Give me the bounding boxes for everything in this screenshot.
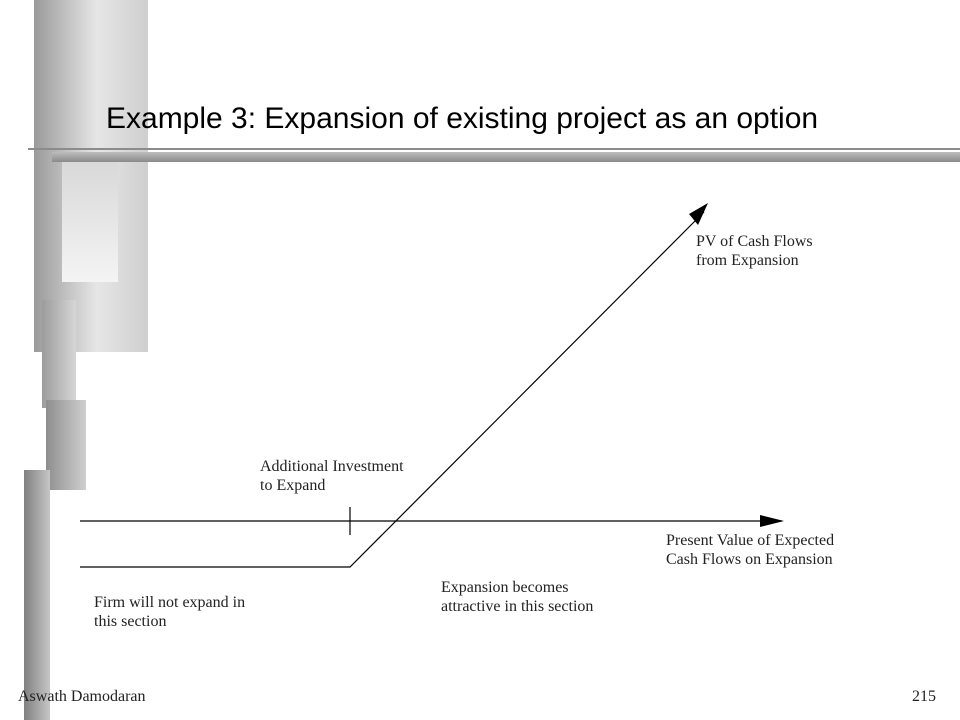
decorative-bar	[46, 400, 86, 490]
right-section-label-line: attractive in this section	[441, 598, 594, 615]
decorative-bar	[42, 300, 76, 408]
x-axis-label: Present Value of Expected Cash Flows on …	[666, 531, 834, 569]
right-section-label-line: Expansion becomes	[441, 579, 569, 596]
decorative-bar	[24, 470, 50, 720]
left-section-label-line: Firm will not expand in	[94, 594, 246, 611]
right-section-label: Expansion becomes attractive in this sec…	[441, 578, 593, 616]
payoff-arrowhead	[689, 203, 708, 225]
x-axis-label-line: Present Value of Expected	[666, 532, 835, 549]
title-rule-thick	[52, 152, 960, 162]
strike-label-line: Additional Investment	[260, 458, 404, 475]
footer-author: Aswath Damodaran	[18, 688, 146, 705]
strike-label: Additional Investment to Expand	[260, 457, 404, 495]
x-axis-label-line: Cash Flows on Expansion	[666, 551, 833, 568]
title-rule	[28, 148, 960, 150]
x-axis-arrowhead	[760, 515, 784, 527]
page-number: 215	[912, 688, 936, 705]
payoff-line	[80, 211, 705, 568]
slide-title: Example 3: Expansion of existing project…	[106, 102, 819, 135]
payoff-label: PV of Cash Flows from Expansion	[696, 232, 813, 270]
left-section-label: Firm will not expand in this section	[94, 593, 245, 631]
payoff-label-line: PV of Cash Flows	[696, 233, 813, 250]
decorative-bar	[62, 160, 118, 282]
left-section-label-line: this section	[94, 613, 167, 630]
payoff-label-line: from Expansion	[696, 252, 799, 269]
strike-label-line: to Expand	[260, 477, 326, 494]
